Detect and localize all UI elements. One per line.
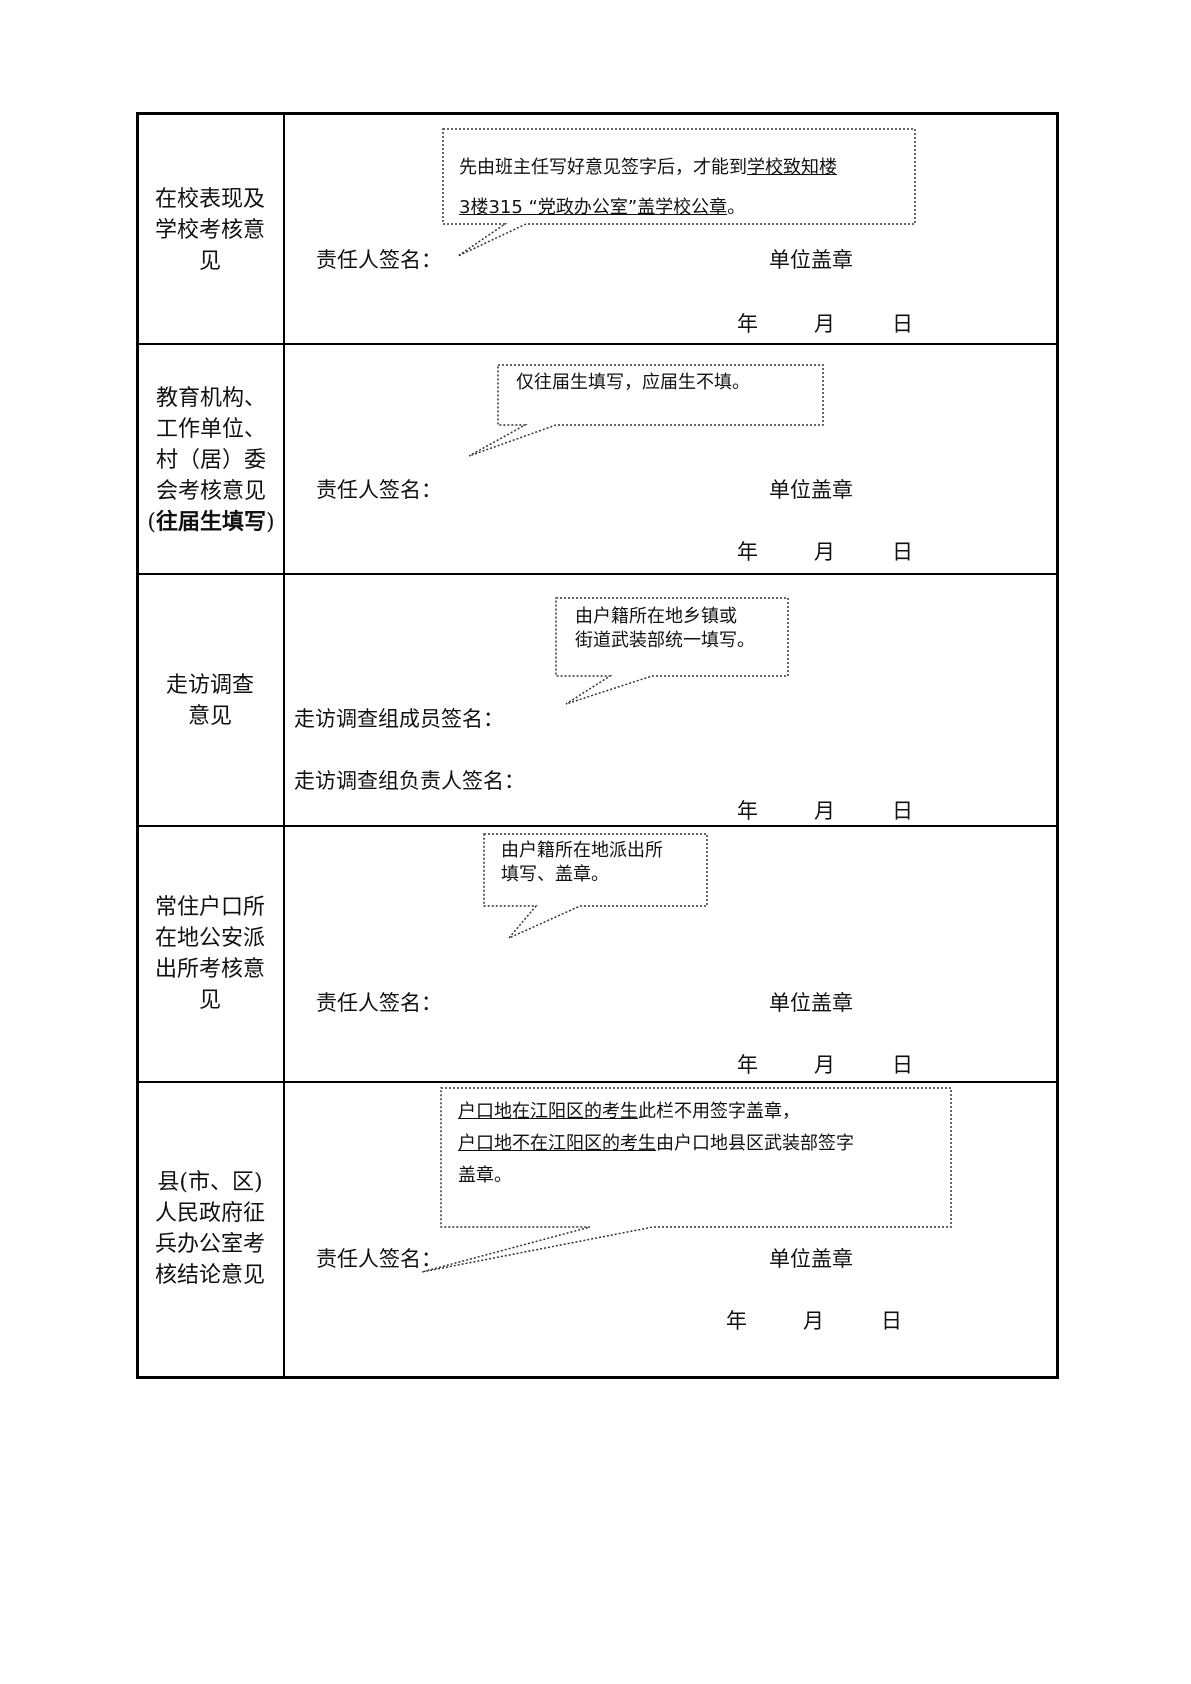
callout-conscription-note: 户口地在江阳区的考生此栏不用签字盖章， 户口地不在江阳区的考生由户口地县区武装部… bbox=[458, 1096, 854, 1192]
seal-label: 单位盖章 bbox=[769, 478, 853, 502]
signer-label: 责任人签名： bbox=[316, 1247, 442, 1271]
callout-visit-note: 由户籍所在地乡镇或 街道武装部统一填写。 bbox=[575, 605, 755, 653]
date-month: 月 bbox=[814, 312, 835, 336]
row-label-visit-survey: 走访调查意见 bbox=[165, 673, 254, 729]
date-year: 年 bbox=[737, 1053, 758, 1077]
note-underlined: 盖学校公章 bbox=[637, 197, 728, 218]
note-text: 填写、盖章。 bbox=[501, 864, 609, 885]
visit-member-signer-label: 走访调查组成员签名： bbox=[294, 707, 504, 731]
callout-police-note: 由户籍所在地派出所 填写、盖章。 bbox=[501, 839, 663, 887]
note-underlined: 学校致知楼 bbox=[747, 157, 837, 178]
row-label-conscription-office: 县(市、区)人民政府征兵办公室考核结论意见 bbox=[154, 1170, 265, 1288]
row-divider bbox=[138, 1081, 1057, 1083]
date-day: 日 bbox=[892, 540, 913, 564]
note-underlined: 3楼315 “党政办公室” bbox=[459, 197, 638, 218]
label-text: ) bbox=[266, 510, 275, 535]
date-year: 年 bbox=[737, 312, 758, 336]
date-month: 月 bbox=[814, 799, 835, 823]
seal-label: 单位盖章 bbox=[769, 991, 853, 1015]
date-day: 日 bbox=[892, 312, 913, 336]
note-text: 盖章。 bbox=[458, 1165, 512, 1186]
date-year: 年 bbox=[726, 1309, 747, 1333]
date-year: 年 bbox=[737, 799, 758, 823]
row-divider bbox=[138, 573, 1057, 575]
signer-label: 责任人签名： bbox=[316, 478, 442, 502]
row-label-police-station: 常住户口所在地公安派出所考核意见 bbox=[154, 895, 265, 1013]
note-text: 先由班主任写好意见签字后，才能到 bbox=[459, 157, 747, 178]
note-text: 此栏不用签字盖章， bbox=[638, 1101, 800, 1122]
note-text: 街道武装部统一填写。 bbox=[575, 630, 755, 651]
date-year: 年 bbox=[737, 540, 758, 564]
callout-organization-note: 仅往届生填写，应届生不填。 bbox=[516, 372, 750, 393]
label-bold: 往届生填写 bbox=[155, 510, 266, 535]
signer-label: 责任人签名： bbox=[316, 991, 442, 1015]
form-table bbox=[136, 112, 1059, 1379]
note-text: 由户籍所在地派出所 bbox=[501, 840, 663, 861]
date-month: 月 bbox=[803, 1309, 824, 1333]
row-label-school-performance: 在校表现及学校考核意见 bbox=[154, 187, 265, 274]
callout-school-note: 先由班主任写好意见签字后，才能到学校致知楼 3楼315 “党政办公室”盖学校公章… bbox=[459, 148, 909, 228]
visit-leader-signer-label: 走访调查组负责人签名： bbox=[294, 769, 525, 793]
note-text: 由户口地县区武装部签字 bbox=[656, 1133, 854, 1154]
date-day: 日 bbox=[881, 1309, 902, 1333]
row-label-organization: 教育机构、工作单位、村（居）委会考核意见(往届生填写) bbox=[146, 383, 276, 538]
note-underlined: 户口地在江阳区的考生 bbox=[458, 1101, 638, 1122]
date-month: 月 bbox=[814, 1053, 835, 1077]
signer-label: 责任人签名： bbox=[316, 248, 442, 272]
row-divider bbox=[138, 825, 1057, 827]
column-divider bbox=[283, 114, 285, 1377]
date-day: 日 bbox=[892, 1053, 913, 1077]
date-day: 日 bbox=[892, 799, 913, 823]
seal-label: 单位盖章 bbox=[769, 248, 853, 272]
row-divider bbox=[138, 343, 1057, 345]
note-underlined: 户口地不在江阳区的考生 bbox=[458, 1133, 656, 1154]
note-text: 。 bbox=[727, 197, 746, 218]
date-month: 月 bbox=[814, 540, 835, 564]
note-text: 由户籍所在地乡镇或 bbox=[575, 606, 737, 627]
seal-label: 单位盖章 bbox=[769, 1247, 853, 1271]
label-text: 教育机构、工作单位、村（居）委会考核意见( bbox=[147, 386, 266, 535]
